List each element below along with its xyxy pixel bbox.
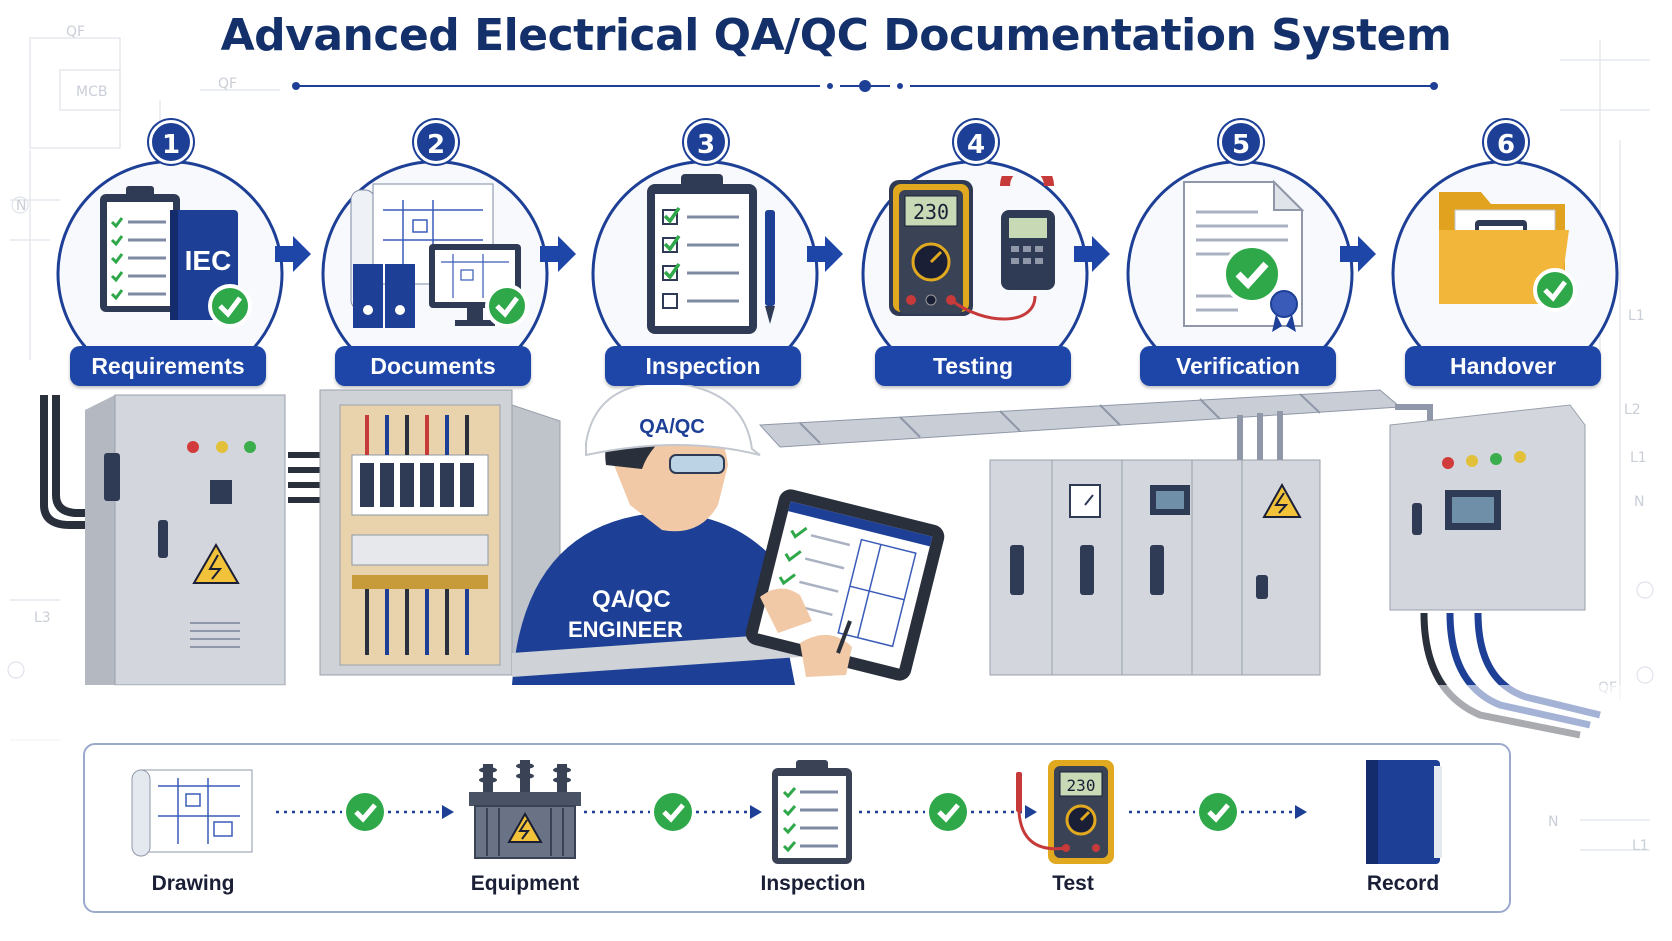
flow-label: Record: [1366, 872, 1440, 895]
title-divider: [292, 80, 1438, 92]
jacket-text: QA/QC: [592, 586, 671, 613]
distribution-panel-open: [319, 389, 561, 676]
step-number: 3: [684, 120, 728, 164]
bg-label: MCB: [76, 84, 107, 100]
control-cabinet-left: [85, 394, 286, 686]
meter-reading: 230: [1067, 776, 1096, 795]
arrow-right-icon: [540, 236, 576, 272]
electrical-room-scene: QA/QC ENGINEER QA/QC: [0, 385, 1672, 745]
step-label: Inspection: [605, 346, 801, 386]
drawing-roll-icon: [131, 769, 253, 857]
helmet-text: QA/QC: [639, 416, 705, 438]
flow-item-test[interactable]: 230 Test: [988, 760, 1158, 900]
flow-connector-check: [1129, 793, 1307, 831]
step-label: Handover: [1405, 346, 1601, 386]
multimeter-icon: 230: [1016, 760, 1114, 864]
bg-label: L1: [1628, 308, 1645, 324]
arrow-right-icon: [1074, 236, 1110, 272]
step-number: 5: [1219, 120, 1263, 164]
arrow-right-icon: [807, 236, 843, 272]
flow-label: Drawing: [151, 872, 235, 895]
cable-tray: [758, 389, 1433, 460]
flow-item-inspection[interactable]: Inspection: [728, 760, 898, 900]
clipboard-checklist-icon: [647, 174, 775, 334]
switchgear-lineup: [989, 459, 1321, 676]
bg-label: L1: [1632, 838, 1649, 854]
flow-connector-check: [584, 793, 762, 831]
cable-bundle: [288, 452, 320, 503]
bg-label: L2: [1624, 402, 1641, 418]
step-label: Testing: [875, 346, 1071, 386]
step-number: 2: [414, 120, 458, 164]
arrow-right-icon: [1340, 236, 1376, 272]
transformer-icon: [469, 760, 581, 859]
step-testing[interactable]: 230 4 Testing: [855, 120, 1095, 392]
bg-label: QF: [66, 24, 85, 40]
flow-item-drawing[interactable]: Drawing: [108, 760, 278, 900]
bg-label: N: [16, 198, 26, 214]
step-verification[interactable]: 5 Verification: [1120, 120, 1360, 392]
flow-label: Equipment: [470, 872, 580, 895]
binder-icon: [1366, 760, 1442, 864]
step-label: Documents: [335, 346, 531, 386]
flow-item-equipment[interactable]: Equipment: [440, 760, 610, 900]
iec-badge-text: IEC: [185, 245, 232, 276]
bg-label: L1: [1630, 450, 1647, 466]
step-label: Requirements: [70, 346, 266, 386]
bg-label: N: [1634, 494, 1644, 510]
cable-bundle: [40, 395, 86, 529]
arrow-right-icon: [275, 236, 311, 272]
bg-label: N: [1548, 814, 1558, 830]
flow-label: Inspection: [760, 872, 866, 895]
multimeter-clamp-icon: 230: [889, 176, 1055, 321]
clipboard-icon: [772, 760, 852, 864]
flow-connector-check: [276, 793, 454, 831]
step-requirements[interactable]: IEC 1 Requirements: [50, 120, 290, 392]
step-handover[interactable]: 6 Handover: [1385, 120, 1625, 392]
step-label: Verification: [1140, 346, 1336, 386]
qa-qc-engineer: QA/QC ENGINEER QA/QC: [512, 385, 945, 685]
drawings-binders-icon: [350, 183, 529, 328]
step-number: 1: [149, 120, 193, 164]
checklist-book-icon: IEC: [100, 186, 252, 328]
bg-label: L3: [34, 610, 51, 626]
folder-clipboard-icon: [1439, 192, 1577, 312]
page-title: Advanced Electrical QA/QC Documentation …: [220, 10, 1452, 61]
step-documents[interactable]: 2 Documents: [315, 120, 555, 392]
flow-connector-check: [859, 793, 1037, 831]
meter-reading: 230: [913, 200, 949, 224]
jacket-text: ENGINEER: [568, 617, 683, 642]
step-inspection[interactable]: 3 Inspection: [585, 120, 825, 392]
certified-document-icon: [1183, 179, 1305, 332]
step-number: 6: [1484, 120, 1528, 164]
flow-label: Test: [1052, 872, 1094, 895]
bg-label: QF: [218, 76, 237, 92]
flow-item-record[interactable]: Record: [1318, 760, 1488, 900]
step-number: 4: [954, 120, 998, 164]
